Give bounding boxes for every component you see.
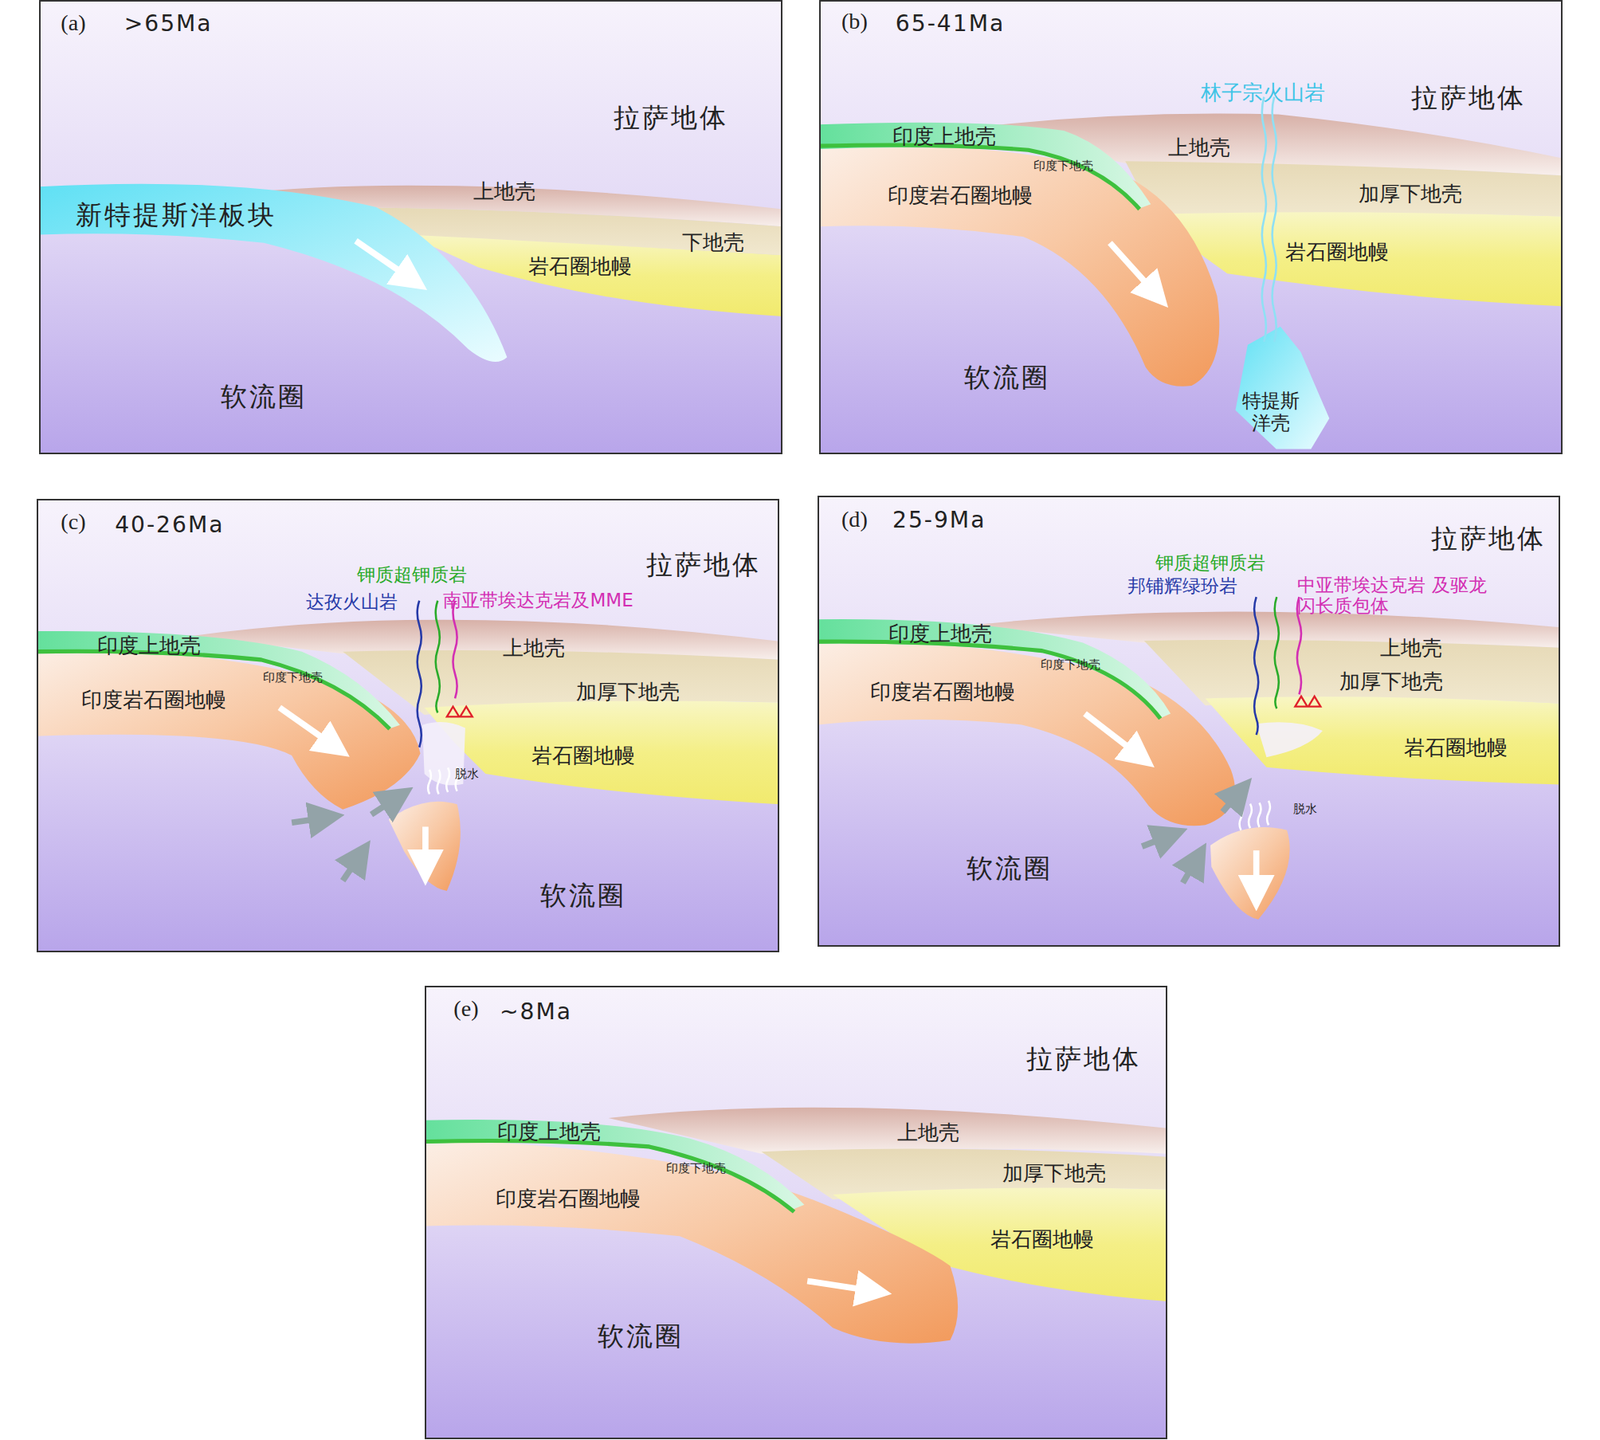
rock-label: 林子宗火山岩 [1200, 81, 1326, 105]
rock-label: 邦铺辉绿玢岩 [1127, 575, 1238, 597]
layer-label: 岩石圈地幔 [1403, 736, 1508, 760]
age-label: >65Ma [124, 10, 213, 37]
layer-label: 上地壳 [502, 636, 565, 660]
layer-label: 软流圈 [220, 381, 307, 412]
age-label: 40-26Ma [114, 511, 224, 538]
layer-label: 脱水 [454, 767, 479, 782]
layer-label: 上地壳 [897, 1121, 960, 1145]
layer-label: 拉萨地体 [1026, 1043, 1142, 1075]
layer-label: 印度上地壳 [497, 1120, 601, 1144]
layer-label: 拉萨地体 [1411, 82, 1526, 114]
stage-panel: (b) 65-41Ma 林子宗火山岩 拉萨地体印度上地壳 上地壳印度下地壳印度岩石圈地幔… [819, 0, 1562, 455]
layer-label: 印度上地壳 [892, 125, 997, 149]
layer-label: 软流圈 [966, 853, 1053, 884]
layer-label: 岩石圈地幔 [528, 254, 632, 279]
layer-label: 脱水 [1293, 802, 1318, 817]
panel-letter: (b) [841, 8, 868, 35]
layer-label: 上地壳 [1168, 136, 1231, 160]
layer-label: 加厚下地壳 [1358, 182, 1463, 206]
panel-letter: (c) [60, 509, 86, 535]
rock-label: 达孜火山岩 [305, 591, 398, 613]
layer-label: 拉萨地体 [1431, 523, 1546, 554]
rock-label: 中亚带埃达克岩 及驱龙闪长质包体 [1297, 574, 1491, 617]
layer-label: 印度岩石圈地幔 [887, 184, 1033, 208]
age-label: ~8Ma [499, 998, 573, 1025]
layer-label: 印度岩石圈地幔 [495, 1187, 641, 1211]
layer-label: 特提斯 洋壳 [1239, 389, 1302, 435]
layer-label: 软流圈 [597, 1321, 684, 1352]
layer-label: 上地壳 [1380, 636, 1443, 660]
layer-label: 加厚下地壳 [1002, 1161, 1106, 1185]
stage-panel: (c) 40-26Ma 钾质超钾质岩 拉萨地体达孜火山岩 南亚带埃达克岩及MME 印度上地… [36, 498, 780, 953]
layer-label: 印度上地壳 [888, 622, 993, 646]
layer-label: 加厚下地壳 [576, 680, 680, 704]
panel-letter: (e) [453, 996, 479, 1022]
layer-label: 拉萨地体 [613, 102, 729, 134]
age-label: 25-9Ma [892, 506, 986, 534]
layer-label: 软流圈 [540, 880, 627, 911]
layer-label: 印度下地壳 [262, 670, 323, 686]
age-label: 65-41Ma [895, 10, 1005, 37]
layer-label: 上地壳 [473, 180, 536, 204]
layer-label: 印度上地壳 [97, 634, 201, 658]
stage-panel: (d) 25-9Ma 拉萨地体钾质超钾质岩邦铺辉绿玢岩 中亚带埃达克岩 及驱龙闪长质包… [817, 495, 1561, 947]
panel-letter: (a) [60, 10, 86, 36]
layer-label: 软流圈 [964, 362, 1051, 393]
layer-label: 下地壳 [682, 231, 745, 255]
rock-label: 南亚带埃达克岩及MME [443, 589, 633, 612]
panel-letter: (d) [841, 506, 868, 533]
layer-label: 岩石圈地幔 [1285, 240, 1389, 264]
layer-label: 新特提斯洋板块 [75, 200, 277, 231]
layer-label: 拉萨地体 [646, 549, 761, 581]
layer-label: 加厚下地壳 [1339, 670, 1444, 694]
layer-label: 岩石圈地幔 [990, 1227, 1095, 1251]
rock-label: 钾质超钾质岩 [356, 564, 467, 586]
layer-label: 岩石圈地幔 [531, 744, 636, 768]
stage-panel: (e) ~8Ma 拉萨地体印度上地壳 上地壳印度下地壳 加厚下地壳印度岩石圈地幔岩石圈地… [424, 985, 1168, 1440]
layer-label: 印度岩石圈地幔 [81, 688, 227, 712]
stage-panel: (a) >65Ma 拉萨地体新特提斯洋板块 上地壳下地壳岩石圈地幔软流圈 [39, 0, 784, 455]
layer-label: 印度下地壳 [1033, 159, 1094, 174]
rock-label: 钾质超钾质岩 [1155, 552, 1266, 574]
section-illustration [819, 0, 1562, 455]
layer-label: 印度岩石圈地幔 [870, 680, 1016, 704]
layer-label: 印度下地壳 [666, 1161, 726, 1177]
layer-label: 印度下地壳 [1040, 658, 1101, 673]
